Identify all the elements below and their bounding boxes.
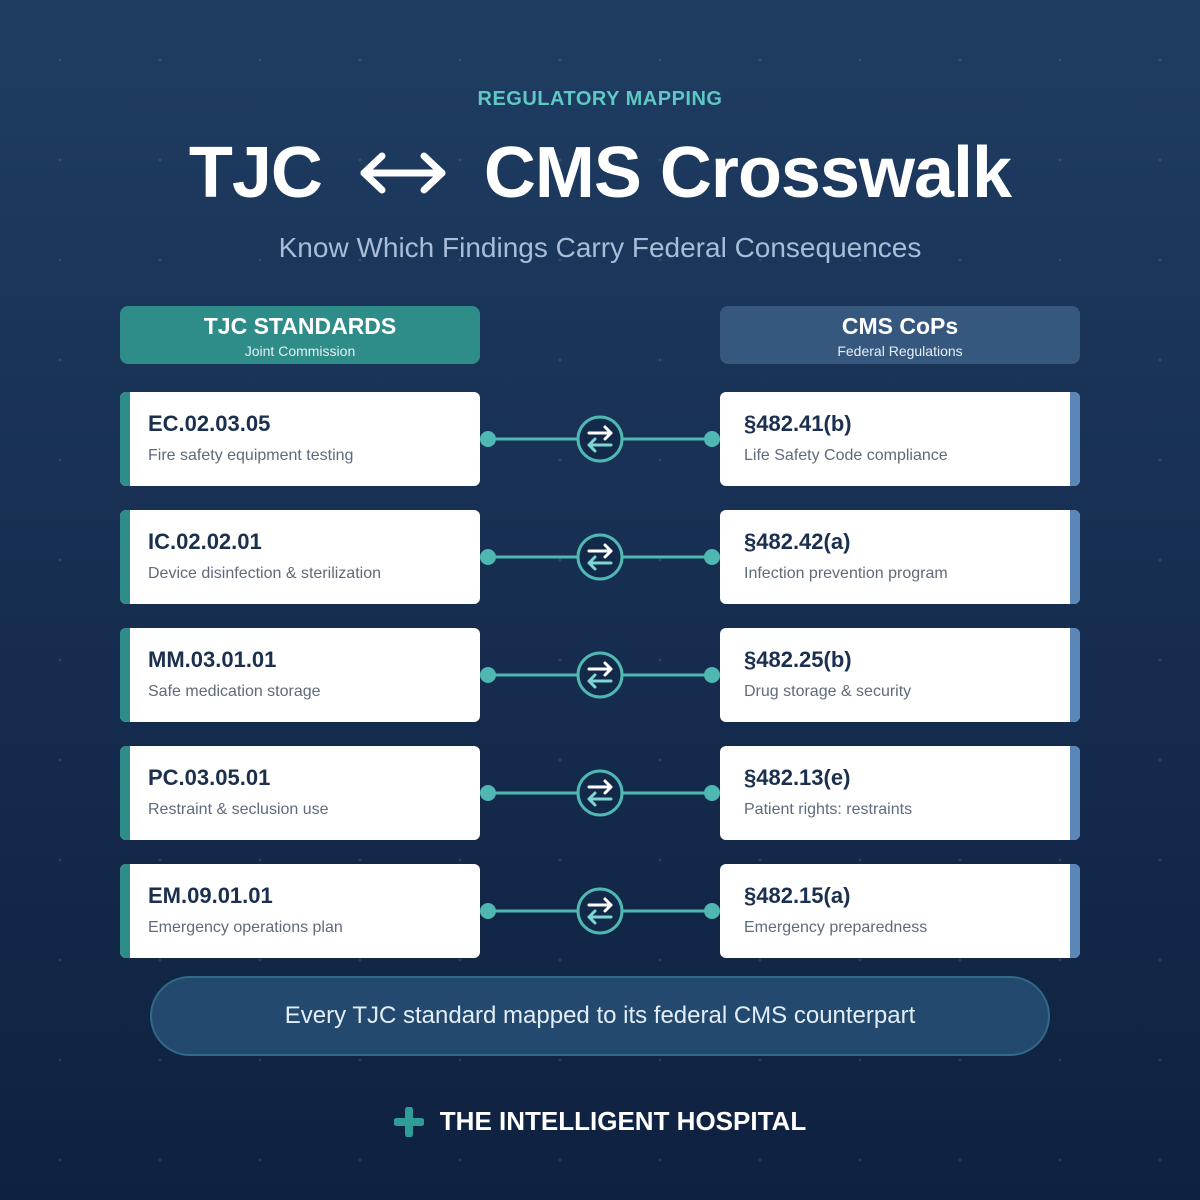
tjc-standard-card: MM.03.01.01 Safe medication storage xyxy=(120,628,480,722)
cms-column-subtitle: Federal Regulations xyxy=(837,343,963,359)
cms-regulation-card: §482.25(b) Drug storage & security xyxy=(720,628,1080,722)
cms-code: §482.42(a) xyxy=(744,529,851,554)
tjc-description: Device disinfection & sterilization xyxy=(148,565,381,582)
cms-regulation-card: §482.42(a) Infection prevention program xyxy=(720,510,1080,604)
tjc-code: PC.03.05.01 xyxy=(148,765,271,790)
cms-code: §482.41(b) xyxy=(744,411,852,436)
connector xyxy=(480,651,720,699)
cms-description: Emergency preparedness xyxy=(744,919,928,936)
cms-column-title: CMS CoPs xyxy=(841,313,959,339)
cms-code: §482.13(e) xyxy=(744,765,851,790)
brand-footer: THE INTELLIGENT HOSPITAL xyxy=(0,1106,1200,1137)
exchange-arrows-icon xyxy=(576,533,624,581)
plus-icon xyxy=(393,1106,424,1137)
connector xyxy=(480,887,720,935)
tjc-code: EM.09.01.01 xyxy=(148,883,273,908)
cms-code: §482.15(a) xyxy=(744,883,851,908)
connector xyxy=(480,769,720,817)
tjc-standard-card: EM.09.01.01 Emergency operations plan xyxy=(120,864,480,958)
mapping-row: IC.02.02.01 Device disinfection & steril… xyxy=(0,510,1200,604)
mapping-row: PC.03.05.01 Restraint & seclusion use §4… xyxy=(0,746,1200,840)
tjc-column-subtitle: Joint Commission xyxy=(244,343,356,359)
tjc-description: Safe medication storage xyxy=(148,683,321,700)
cms-column-header: CMS CoPs Federal Regulations xyxy=(720,306,1080,364)
title-tjc: TJC xyxy=(188,133,323,213)
mapping-row: MM.03.01.01 Safe medication storage §482… xyxy=(0,628,1200,722)
cms-regulation-card: §482.41(b) Life Safety Code compliance xyxy=(720,392,1080,486)
mapping-row: EM.09.01.01 Emergency operations plan §4… xyxy=(0,864,1200,958)
cms-code: §482.25(b) xyxy=(744,647,852,672)
tjc-description: Emergency operations plan xyxy=(148,919,343,936)
cms-description: Infection prevention program xyxy=(744,565,948,582)
page-subtitle: Know Which Findings Carry Federal Conseq… xyxy=(278,232,922,263)
exchange-arrows-icon xyxy=(576,651,624,699)
mapping-row: EC.02.03.05 Fire safety equipment testin… xyxy=(0,392,1200,486)
tjc-code: MM.03.01.01 xyxy=(148,647,277,672)
title-cms-crosswalk: CMS Crosswalk xyxy=(483,133,1012,213)
exchange-arrows-icon xyxy=(576,769,624,817)
tjc-column-header: TJC STANDARDS Joint Commission xyxy=(120,306,480,364)
tjc-code: IC.02.02.01 xyxy=(148,529,262,554)
brand-name: THE INTELLIGENT HOSPITAL xyxy=(439,1106,807,1136)
eyebrow-label: REGULATORY MAPPING xyxy=(477,88,723,110)
exchange-arrows-icon xyxy=(576,415,624,463)
exchange-arrows-icon xyxy=(576,887,624,935)
cms-description: Patient rights: restraints xyxy=(744,801,913,818)
cms-description: Drug storage & security xyxy=(744,683,912,700)
tjc-code: EC.02.03.05 xyxy=(148,411,271,436)
cms-regulation-card: §482.13(e) Patient rights: restraints xyxy=(720,746,1080,840)
connector xyxy=(480,533,720,581)
tjc-description: Fire safety equipment testing xyxy=(148,447,354,464)
cms-regulation-card: §482.15(a) Emergency preparedness xyxy=(720,864,1080,958)
connector xyxy=(480,415,720,463)
tjc-standard-card: IC.02.02.01 Device disinfection & steril… xyxy=(120,510,480,604)
tjc-standard-card: PC.03.05.01 Restraint & seclusion use xyxy=(120,746,480,840)
summary-text: Every TJC standard mapped to its federal… xyxy=(284,1002,916,1029)
left-right-arrow-icon xyxy=(360,152,446,194)
tjc-standard-card: EC.02.03.05 Fire safety equipment testin… xyxy=(120,392,480,486)
tjc-description: Restraint & seclusion use xyxy=(148,801,329,818)
page-title: TJC CMS Crosswalk xyxy=(0,132,1200,214)
summary-banner: Every TJC standard mapped to its federal… xyxy=(150,976,1050,1056)
tjc-column-title: TJC STANDARDS xyxy=(203,313,397,339)
cms-description: Life Safety Code compliance xyxy=(744,447,948,464)
